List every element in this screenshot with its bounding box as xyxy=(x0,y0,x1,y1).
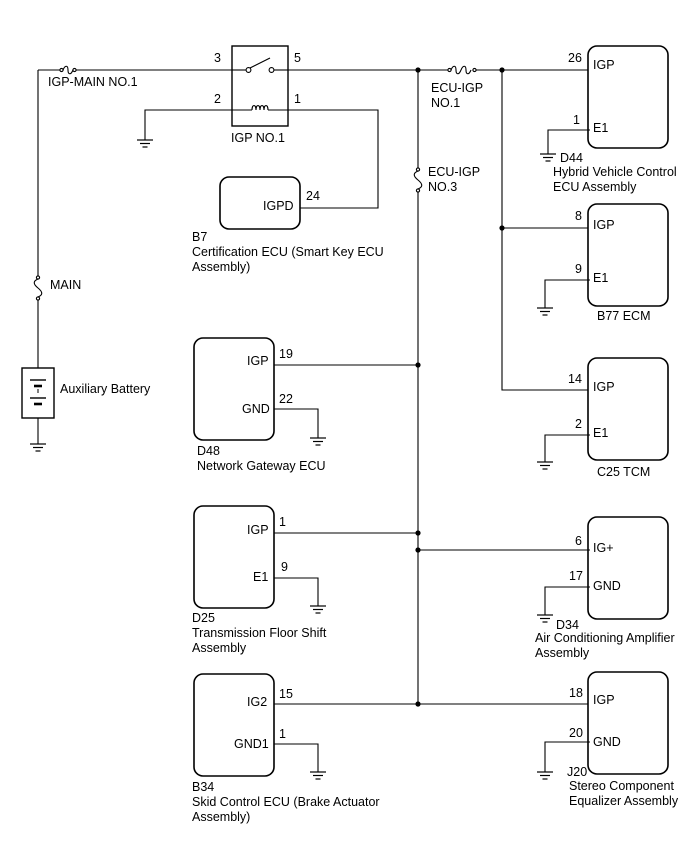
fuse-main-label: MAIN xyxy=(50,278,81,292)
ac-amplifier-pin-num: 6 xyxy=(575,534,582,548)
stereo-equalizer-pin-num: 18 xyxy=(569,686,583,700)
ecm-pin-label: E1 xyxy=(593,271,608,285)
stereo-equalizer-name: Stereo Component xyxy=(569,779,674,793)
hybrid-ecu-name: Hybrid Vehicle Control xyxy=(553,165,677,179)
fuse-ecu-igp-no3-label: ECU-IGP xyxy=(428,165,480,179)
relay-igp-no1 xyxy=(231,45,289,127)
hybrid-ecu-name: ECU Assembly xyxy=(553,180,637,194)
stereo-equalizer-name: Equalizer Assembly xyxy=(569,794,679,808)
relay-label: IGP NO.1 xyxy=(231,131,285,145)
junction-dot xyxy=(415,67,421,73)
ground-icon xyxy=(536,307,554,316)
ecm-code-name: B77 ECM xyxy=(597,309,651,323)
tcm-pin-label: E1 xyxy=(593,426,608,440)
fuse-ecu-igp-no1-label: ECU-IGP xyxy=(431,81,483,95)
stereo-equalizer-box xyxy=(587,671,669,775)
battery-icon xyxy=(21,367,55,419)
ecm-box xyxy=(587,203,669,307)
skid-control-pin-label: IG2 xyxy=(247,695,267,709)
transmission-floor-shift-pin-label: E1 xyxy=(253,570,268,584)
tcm-pin-num: 14 xyxy=(568,372,582,386)
transmission-floor-shift-pin-num: 1 xyxy=(279,515,286,529)
fuse-main-icon xyxy=(33,275,43,301)
certification-ecu-box xyxy=(219,176,301,230)
skid-control-name: Assembly) xyxy=(192,810,250,824)
skid-control-pin-label: GND1 xyxy=(234,737,269,751)
transmission-floor-shift-pin-num: 9 xyxy=(281,560,288,574)
tcm-box xyxy=(587,357,669,461)
relay-pin-3: 3 xyxy=(214,51,221,65)
skid-control-pin-num: 15 xyxy=(279,687,293,701)
ac-amplifier-name: Assembly xyxy=(535,646,590,660)
fuse-igp-main-label: IGP-MAIN NO.1 xyxy=(48,75,138,89)
fuse-ecu-igp-no1-icon xyxy=(447,65,477,75)
fuse-ecu-igp-no3-label: NO.3 xyxy=(428,180,457,194)
transmission-floor-shift-name: Transmission Floor Shift xyxy=(192,626,327,640)
hybrid-ecu-pin-num: 26 xyxy=(568,51,582,65)
ac-amplifier-pin-label: IG+ xyxy=(593,541,614,555)
ecu-igp-no1-wire xyxy=(501,70,590,391)
ecm-pin-label: IGP xyxy=(593,218,615,232)
ecm-pin-num: 9 xyxy=(575,262,582,276)
fuse-ecu-igp-no1-label: NO.1 xyxy=(431,96,460,110)
ground-icon xyxy=(539,153,557,162)
hybrid-ecu-pin-label: IGP xyxy=(593,58,615,72)
skid-control-code: B34 xyxy=(192,780,214,794)
tcm-code-name: C25 TCM xyxy=(597,465,650,479)
ac-amplifier-pin-num: 17 xyxy=(569,569,583,583)
stereo-equalizer-pin-label: IGP xyxy=(593,693,615,707)
network-gateway-pin-num: 22 xyxy=(279,392,293,406)
ecm-pin-num: 8 xyxy=(575,209,582,223)
ground-icon xyxy=(29,443,47,452)
hybrid-ecu-pin-label: E1 xyxy=(593,121,608,135)
relay-pin-2: 2 xyxy=(214,92,221,106)
certification-ecu-name: Certification ECU (Smart Key ECU xyxy=(192,245,384,259)
transmission-floor-shift-box xyxy=(193,505,275,609)
network-gateway-pin-label: GND xyxy=(242,402,270,416)
hybrid-ecu-box xyxy=(587,45,669,149)
ground-icon xyxy=(536,771,554,780)
certification-ecu-pin-num: 24 xyxy=(306,189,320,203)
certification-ecu-pin-label: IGPD xyxy=(263,199,294,213)
transmission-floor-shift-code: D25 xyxy=(192,611,215,625)
tcm-pin-num: 2 xyxy=(575,417,582,431)
skid-control-name: Skid Control ECU (Brake Actuator xyxy=(192,795,380,809)
stereo-equalizer-code: J20 xyxy=(567,765,587,779)
hybrid-ecu-pin-num: 1 xyxy=(573,113,580,127)
ground-icon xyxy=(136,139,154,148)
network-gateway-box xyxy=(193,337,275,441)
certification-ecu-code: B7 xyxy=(192,230,207,244)
battery-label: Auxiliary Battery xyxy=(60,382,151,396)
relay-pin-5: 5 xyxy=(294,51,301,65)
network-gateway-pin-label: IGP xyxy=(247,354,269,368)
ground-icon xyxy=(536,461,554,470)
junction-dot xyxy=(499,225,505,231)
junction-dot xyxy=(499,67,505,73)
transmission-floor-shift-name: Assembly xyxy=(192,641,247,655)
network-gateway-pin-num: 19 xyxy=(279,347,293,361)
ground-icon xyxy=(309,605,327,614)
ac-amplifier-name: Air Conditioning Amplifier xyxy=(535,631,675,645)
hybrid-ecu-code: D44 xyxy=(560,151,583,165)
ac-amplifier-box xyxy=(587,516,669,620)
skid-control-pin-num: 1 xyxy=(279,727,286,741)
fuse-igp-main-icon xyxy=(59,65,77,75)
ground-icon xyxy=(536,614,554,623)
certification-ecu-name: Assembly) xyxy=(192,260,250,274)
ac-amplifier-pin-label: GND xyxy=(593,579,621,593)
network-gateway-name: Network Gateway ECU xyxy=(197,459,326,473)
relay-pin-1: 1 xyxy=(294,92,301,106)
network-gateway-code: D48 xyxy=(197,444,220,458)
ground-icon xyxy=(309,771,327,780)
tcm-pin-label: IGP xyxy=(593,380,615,394)
fuse-ecu-igp-no3-icon xyxy=(413,167,423,193)
stereo-equalizer-pin-num: 20 xyxy=(569,726,583,740)
stereo-equalizer-pin-label: GND xyxy=(593,735,621,749)
ac-amplifier-code: D34 xyxy=(556,618,579,632)
transmission-floor-shift-pin-label: IGP xyxy=(247,523,269,537)
skid-control-box xyxy=(193,673,275,777)
ground-icon xyxy=(309,437,327,446)
